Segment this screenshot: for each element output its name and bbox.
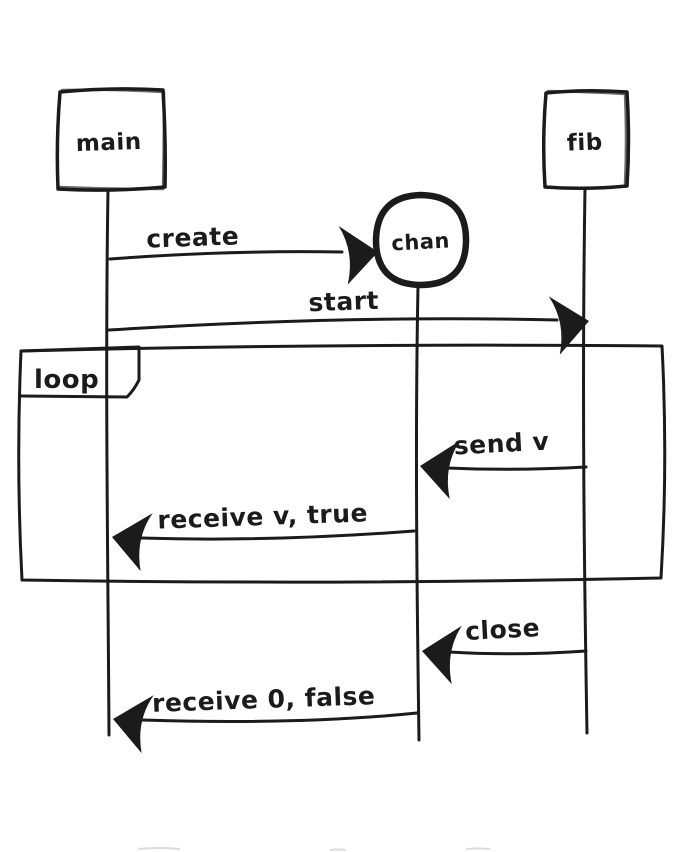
loop-fragment-border [17, 343, 667, 584]
loop-fragment: loop [17, 343, 667, 584]
message-receive-v-true-label: receive v, true [157, 498, 368, 534]
participant-chan: chan [372, 191, 470, 742]
participant-main-label: main [75, 129, 142, 157]
message-create-line [108, 250, 344, 261]
message-close-label: close [464, 613, 540, 646]
bottom-edge-smudges [137, 847, 491, 851]
message-start-line [107, 317, 559, 332]
message-receive-v-true-line [139, 529, 416, 541]
loop-label: loop [34, 365, 99, 395]
message-start: start [107, 286, 592, 356]
message-send-v-label: send v [453, 427, 550, 461]
message-send-v-line [445, 465, 588, 471]
main-box [55, 87, 167, 192]
chan-lifeline [414, 284, 421, 742]
chan-circle [372, 191, 470, 289]
message-receive-0-false: receive 0, false [109, 681, 419, 754]
message-start-label: start [308, 286, 379, 317]
participant-fib: fib [541, 88, 631, 735]
message-receive-0-false-line [140, 711, 419, 723]
participant-main: main [55, 87, 167, 737]
fib-box-sketch-stroke [546, 89, 628, 186]
fib-box [541, 88, 631, 191]
message-receive-0-false-arrowhead-icon [109, 691, 154, 754]
message-create: create [108, 221, 380, 285]
loop-label-box [19, 345, 141, 399]
main-lifeline [105, 188, 111, 737]
main-box-sketch-stroke [58, 88, 166, 191]
message-close-line [447, 649, 588, 656]
message-close: close [419, 613, 588, 685]
participant-fib-label: fib [566, 129, 603, 156]
message-receive-v-true-arrowhead-icon [108, 509, 153, 572]
message-create-label: create [146, 221, 240, 253]
message-receive-v-true: receive v, true [108, 498, 416, 572]
message-send-v: send v [417, 427, 588, 500]
message-receive-0-false-label: receive 0, false [152, 681, 376, 718]
participant-chan-label: chan [391, 228, 451, 255]
